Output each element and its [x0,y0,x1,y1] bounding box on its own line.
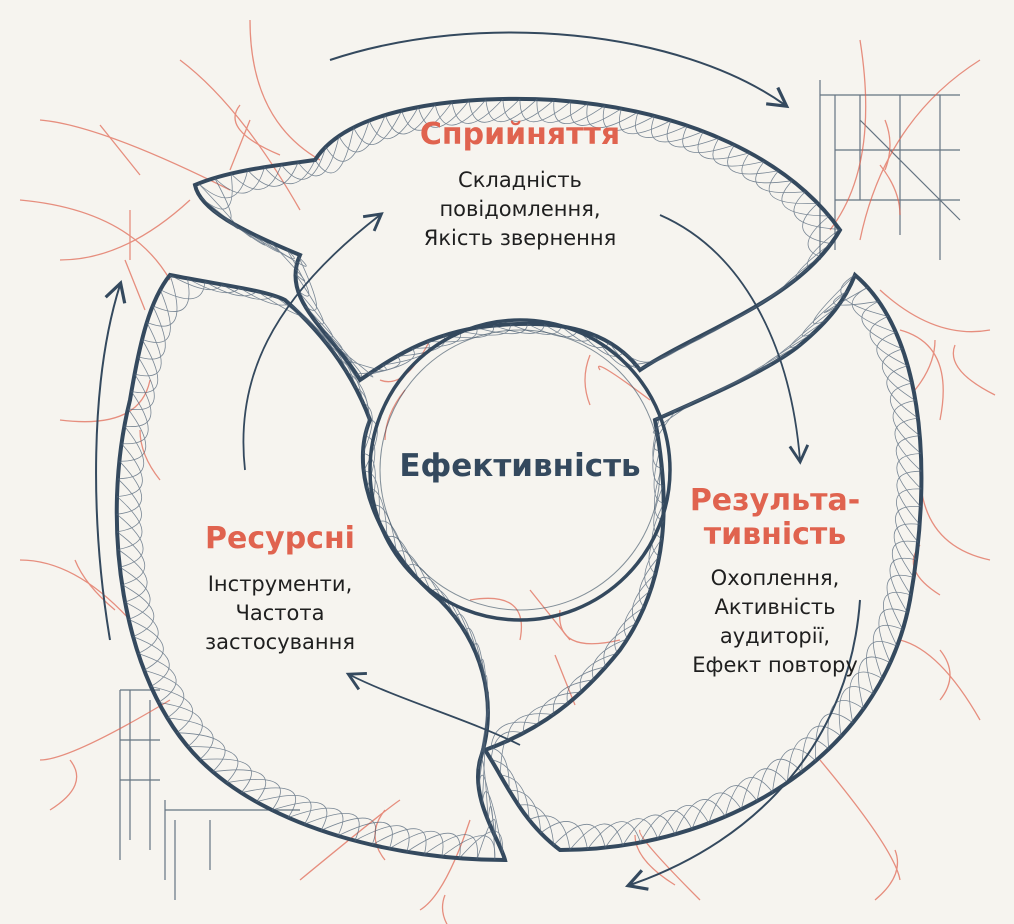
mesh-stroke [870,316,908,365]
section-resources: Ресурсні Інструменти, Частота застосуван… [160,522,400,657]
network-line [20,200,170,280]
resources-title: Ресурсні [160,522,400,556]
mesh-stroke [147,275,177,326]
mesh-stroke [529,816,570,850]
network-line [250,20,320,160]
mesh-stroke [698,131,750,159]
network-branch [880,165,900,215]
network-line [820,760,900,880]
network-branch [125,260,145,310]
mesh-stroke [753,280,796,308]
mesh-stroke [773,749,816,792]
mesh-stroke [757,759,802,801]
network-branch [100,125,140,175]
network-branch [555,655,575,705]
network-line [900,640,980,720]
section-results: Результа- тивність Охоплення, Активність… [660,484,890,680]
network-branch [235,105,280,155]
mesh-stroke [257,291,302,316]
mesh-stroke [241,788,295,818]
center-section: Ефективність [370,448,670,484]
mesh-stroke [763,333,814,367]
mesh-stroke [188,747,238,783]
mesh-stroke [227,779,281,810]
mesh-stroke [839,686,873,736]
perception-title: Сприйняття [355,118,685,152]
network-line [180,60,300,210]
network-branch [230,120,250,170]
mesh-stroke [813,275,855,324]
network-branch [953,345,995,395]
network-line [920,470,990,560]
mesh-stroke [756,161,806,192]
mesh-stroke [713,138,764,166]
network-branch [50,760,77,810]
mesh-stroke [167,718,213,760]
perception-description: Складність повідомлення, Якість зверненн… [355,166,685,253]
mesh-stroke [672,389,725,413]
results-title: Результа- тивність [660,484,890,552]
network-branch [915,340,935,390]
network-branch [875,850,898,900]
mesh-stroke [656,396,708,419]
mesh-stroke [675,799,725,834]
section-perception: Сприйняття Складність повідомлення, Якіс… [355,118,685,253]
mesh-stroke [896,436,921,489]
mesh-stroke [794,192,840,230]
cycle-arrow-icon [96,285,120,640]
mesh-stroke [802,291,847,336]
mesh-stroke [117,479,141,532]
network-branch [75,560,115,610]
network-line [60,200,190,260]
flow-arrow-icon [243,215,380,470]
network-line [880,290,990,332]
network-branch [585,355,590,405]
network-line [20,560,130,620]
network-line [900,330,943,420]
mesh-stroke [897,454,921,507]
results-description: Охоплення, Активність аудиторії, Ефект п… [660,564,890,680]
network-line [40,120,230,190]
resources-description: Інструменти, Частота застосування [160,570,400,657]
mesh-stroke [728,145,779,174]
mesh-stroke [742,153,792,183]
mesh-stroke [200,759,252,793]
network-branch [443,895,466,924]
mesh-stroke [177,733,225,772]
mesh-stroke [687,381,740,405]
mesh-stroke [213,770,266,802]
network-line [60,380,150,422]
center-label: Ефективність [370,448,670,484]
cycle-arrow-icon [330,32,785,105]
